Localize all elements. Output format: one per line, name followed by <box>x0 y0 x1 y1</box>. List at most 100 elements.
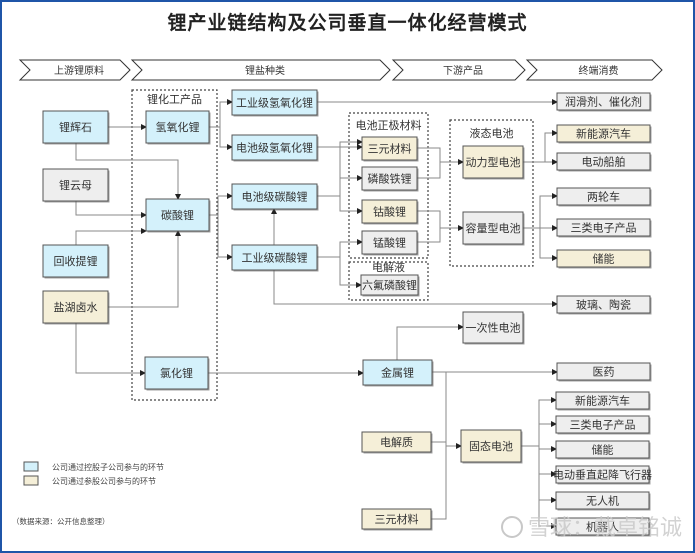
connector-line <box>417 210 464 231</box>
connector-line <box>538 446 557 529</box>
node-twowheel[interactable]: 两轮车 <box>556 187 652 207</box>
node-label: 容量型电池 <box>466 221 521 235</box>
node-label: 回收提锂 <box>54 254 98 268</box>
connector-line <box>396 324 464 360</box>
node-evtol[interactable]: 电动垂直起降飞行器 <box>553 465 652 485</box>
node-label: 新能源汽车 <box>575 394 630 408</box>
node-ind-li2co3[interactable]: 工业级碳酸锂 <box>231 244 319 272</box>
connector-line <box>317 239 363 258</box>
node-primary[interactable]: 一次性电池 <box>462 311 525 345</box>
legend-label: 公司通过控股子公司参与的环节 <box>52 462 164 472</box>
node-eboat[interactable]: 电动船舶 <box>556 152 652 172</box>
connector-line <box>75 201 147 218</box>
node-medicine[interactable]: 医药 <box>556 362 652 382</box>
node-licl[interactable]: 氯化锂 <box>144 356 210 391</box>
connector-line <box>521 397 557 447</box>
node-label: 两轮车 <box>587 190 620 204</box>
connector-line <box>523 193 558 229</box>
group-label: 电解液 <box>372 260 405 274</box>
node-lipf6[interactable]: 六氟磷酸锂 <box>360 274 420 297</box>
node-lfp[interactable]: 磷酸铁锂 <box>361 166 419 192</box>
stage-salts: 锂盐种类 <box>130 59 391 81</box>
node-ess2[interactable]: 储能 <box>555 440 651 460</box>
node-label: 一次性电池 <box>466 321 521 335</box>
connector-line <box>75 323 146 376</box>
node-ess1[interactable]: 储能 <box>556 249 652 269</box>
node-label: 工业级氢氧化锂 <box>236 96 313 110</box>
node-bat-li2co3[interactable]: 电池级碳酸锂 <box>231 183 319 211</box>
node-label: 机器人 <box>586 520 619 534</box>
node-power-bat[interactable]: 动力型电池 <box>462 145 525 180</box>
stage-label: 锂盐种类 <box>245 64 285 77</box>
node-lco[interactable]: 钴酸锂 <box>361 199 419 225</box>
node-label: 碳酸锂 <box>161 208 194 222</box>
node-label: 工业级碳酸锂 <box>242 251 308 265</box>
node-bat-lioh[interactable]: 电池级氢氧化锂 <box>231 134 319 162</box>
stage-label: 上游锂原料 <box>54 64 104 77</box>
node-nev1[interactable]: 新能源汽车 <box>556 124 652 144</box>
node-spodumene[interactable]: 锂辉石 <box>42 110 110 145</box>
source-note: （数据来源：公开信息整理） <box>12 516 110 526</box>
node-label: 三类电子产品 <box>571 221 637 235</box>
node-label: 三类电子产品 <box>570 418 636 432</box>
node-glass[interactable]: 玻璃、陶瓷 <box>556 295 652 315</box>
group-label: 电池正极材料 <box>356 118 422 132</box>
node-label: 固态电池 <box>469 440 513 453</box>
legend-label: 公司通过参股公司参与的环节 <box>52 476 156 486</box>
group-label: 液态电池 <box>470 126 514 140</box>
node-label: 玻璃、陶瓷 <box>576 298 631 312</box>
node-label: 盐湖卤水 <box>54 301 98 314</box>
node-ind-lioh[interactable]: 工业级氢氧化锂 <box>231 89 319 117</box>
snowball-logo-icon <box>501 516 523 538</box>
node-li-metal[interactable]: 金属锂 <box>362 359 434 387</box>
node-li2co3[interactable]: 碳酸锂 <box>145 198 211 233</box>
node-lepidolite[interactable]: 锂云母 <box>42 168 110 203</box>
node-label: 钴酸锂 <box>373 205 406 219</box>
node-label: 磷酸铁锂 <box>368 172 412 186</box>
stage-label: 下游产品 <box>443 64 483 77</box>
group-label: 锂化工产品 <box>147 92 202 106</box>
node-label: 三元材料 <box>375 512 419 526</box>
connector-line <box>273 270 558 307</box>
node-brine[interactable]: 盐湖卤水 <box>42 290 110 325</box>
connector-line <box>217 215 233 260</box>
page-title: 锂产业链结构及公司垂直一体化经营模式 <box>167 12 528 34</box>
watermark: 雪球：戴卓铭诚 <box>528 516 682 541</box>
node-cec1[interactable]: 三类电子产品 <box>556 218 652 238</box>
legend-swatch <box>23 461 39 472</box>
node-lubricant[interactable]: 润滑剂、催化剂 <box>556 92 652 112</box>
node-cap-bat[interactable]: 容量型电池 <box>462 211 525 246</box>
node-label: 氢氧化锂 <box>156 120 200 134</box>
node-electrolyte2[interactable]: 电解质 <box>361 431 433 454</box>
node-ssb[interactable]: 固态电池 <box>460 429 523 464</box>
node-label: 电解质 <box>380 435 413 449</box>
node-ncm[interactable]: 三元材料 <box>361 136 419 162</box>
connector-line <box>539 228 558 261</box>
node-label: 氯化锂 <box>160 366 193 380</box>
node-drone[interactable]: 无人机 <box>555 491 651 511</box>
node-robot[interactable]: 机器人 <box>555 517 651 537</box>
node-label: 锂辉石 <box>59 120 92 134</box>
node-lmo[interactable]: 锰酸锂 <box>361 230 419 256</box>
connector-line <box>417 162 441 179</box>
node-recycling[interactable]: 回收提锂 <box>42 244 110 279</box>
connector-line <box>417 228 441 243</box>
node-label: 锂云母 <box>59 178 92 192</box>
group-cathode: 电池正极材料 <box>348 112 429 259</box>
group-liquid: 液态电池 <box>449 119 534 267</box>
node-cec2[interactable]: 三类电子产品 <box>555 415 651 435</box>
node-nev2[interactable]: 新能源汽车 <box>555 391 651 411</box>
connector-line <box>431 446 447 520</box>
connector-line <box>75 143 181 200</box>
node-label: 无人机 <box>586 494 619 508</box>
node-lioh[interactable]: 氢氧化锂 <box>145 110 211 145</box>
node-label: 六氟磷酸锂 <box>362 278 417 292</box>
node-label: 电池级氢氧化锂 <box>236 141 313 155</box>
connector-line <box>108 230 181 308</box>
legend-item-controlled: 公司通过控股子公司参与的环节 <box>23 461 164 472</box>
node-ncm2[interactable]: 三元材料 <box>361 508 433 531</box>
connector-line <box>75 228 147 245</box>
node-label: 三元材料 <box>368 142 412 156</box>
